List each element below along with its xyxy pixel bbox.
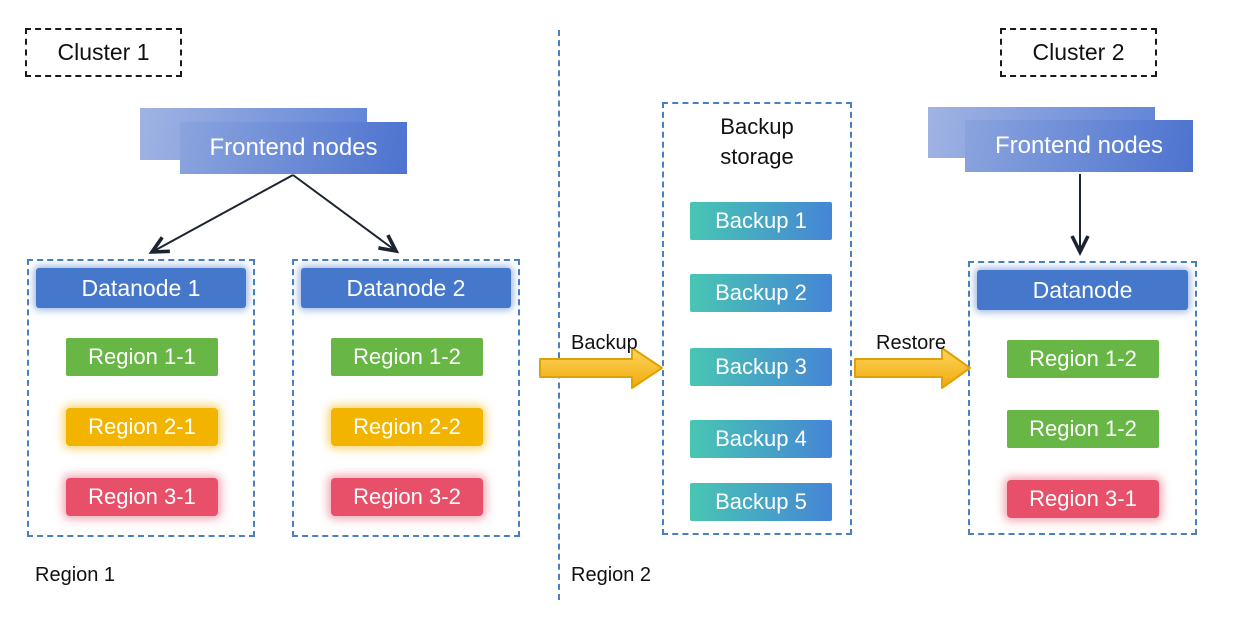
region-chip: Region 3-2 — [331, 478, 483, 516]
restore-arrow-label: Restore — [876, 332, 947, 354]
datanode1-container: Datanode 1 Region 1-1 Region 2-1 Region … — [27, 259, 255, 537]
cluster1-label-box: Cluster 1 — [25, 28, 182, 77]
frontend-to-datanode1-arrow — [148, 174, 294, 254]
datanode-header-cluster2: Datanode — [977, 270, 1188, 310]
region-chip: Region 1-2 — [1007, 340, 1159, 378]
backup-storage-container: Backup storage Backup 1 Backup 2 Backup … — [662, 102, 852, 535]
cluster2-label-box: Cluster 2 — [1000, 28, 1157, 77]
frontend-nodes-cluster2: Frontend nodes — [965, 120, 1193, 172]
backup-item: Backup 5 — [690, 483, 832, 521]
region-chip: Region 1-1 — [66, 338, 218, 376]
region-chip: Region 1-2 — [331, 338, 483, 376]
datanode-title-cluster2: Datanode — [1032, 276, 1133, 303]
region1-footer-label: Region 1 — [35, 564, 116, 586]
cluster2-label: Cluster 2 — [1032, 39, 1125, 65]
cluster1-label: Cluster 1 — [57, 39, 150, 65]
region-divider-line — [558, 30, 560, 600]
datanode2-container: Datanode 2 Region 1-2 Region 2-2 Region … — [292, 259, 520, 537]
datanode1-title: Datanode 1 — [81, 274, 201, 301]
region-chip: Region 2-2 — [331, 408, 483, 446]
backup-storage-title: Backup storage — [720, 114, 794, 169]
region-chip: Region 3-1 — [1007, 480, 1159, 518]
backup-arrow-label: Backup — [571, 332, 638, 354]
datanode2-title: Datanode 2 — [346, 274, 466, 301]
frontend-nodes-label: Frontend nodes — [209, 134, 378, 161]
backup-item: Backup 1 — [690, 202, 832, 240]
backup-item: Backup 3 — [690, 348, 832, 386]
backup-item: Backup 4 — [690, 420, 832, 458]
region-chip: Region 1-2 — [1007, 410, 1159, 448]
region-chip: Region 3-1 — [66, 478, 218, 516]
backup-item: Backup 2 — [690, 274, 832, 312]
frontend-to-datanode2-arrow — [292, 174, 400, 254]
datanode1-header: Datanode 1 — [36, 268, 246, 308]
frontend-nodes-cluster1: Frontend nodes — [180, 122, 407, 174]
datanode2-header: Datanode 2 — [301, 268, 511, 308]
region-chip: Region 2-1 — [66, 408, 218, 446]
region2-footer-label: Region 2 — [571, 564, 652, 586]
frontend-nodes-label: Frontend nodes — [994, 132, 1164, 159]
datanode-container-cluster2: Datanode Region 1-2 Region 1-2 Region 3-… — [968, 261, 1197, 535]
